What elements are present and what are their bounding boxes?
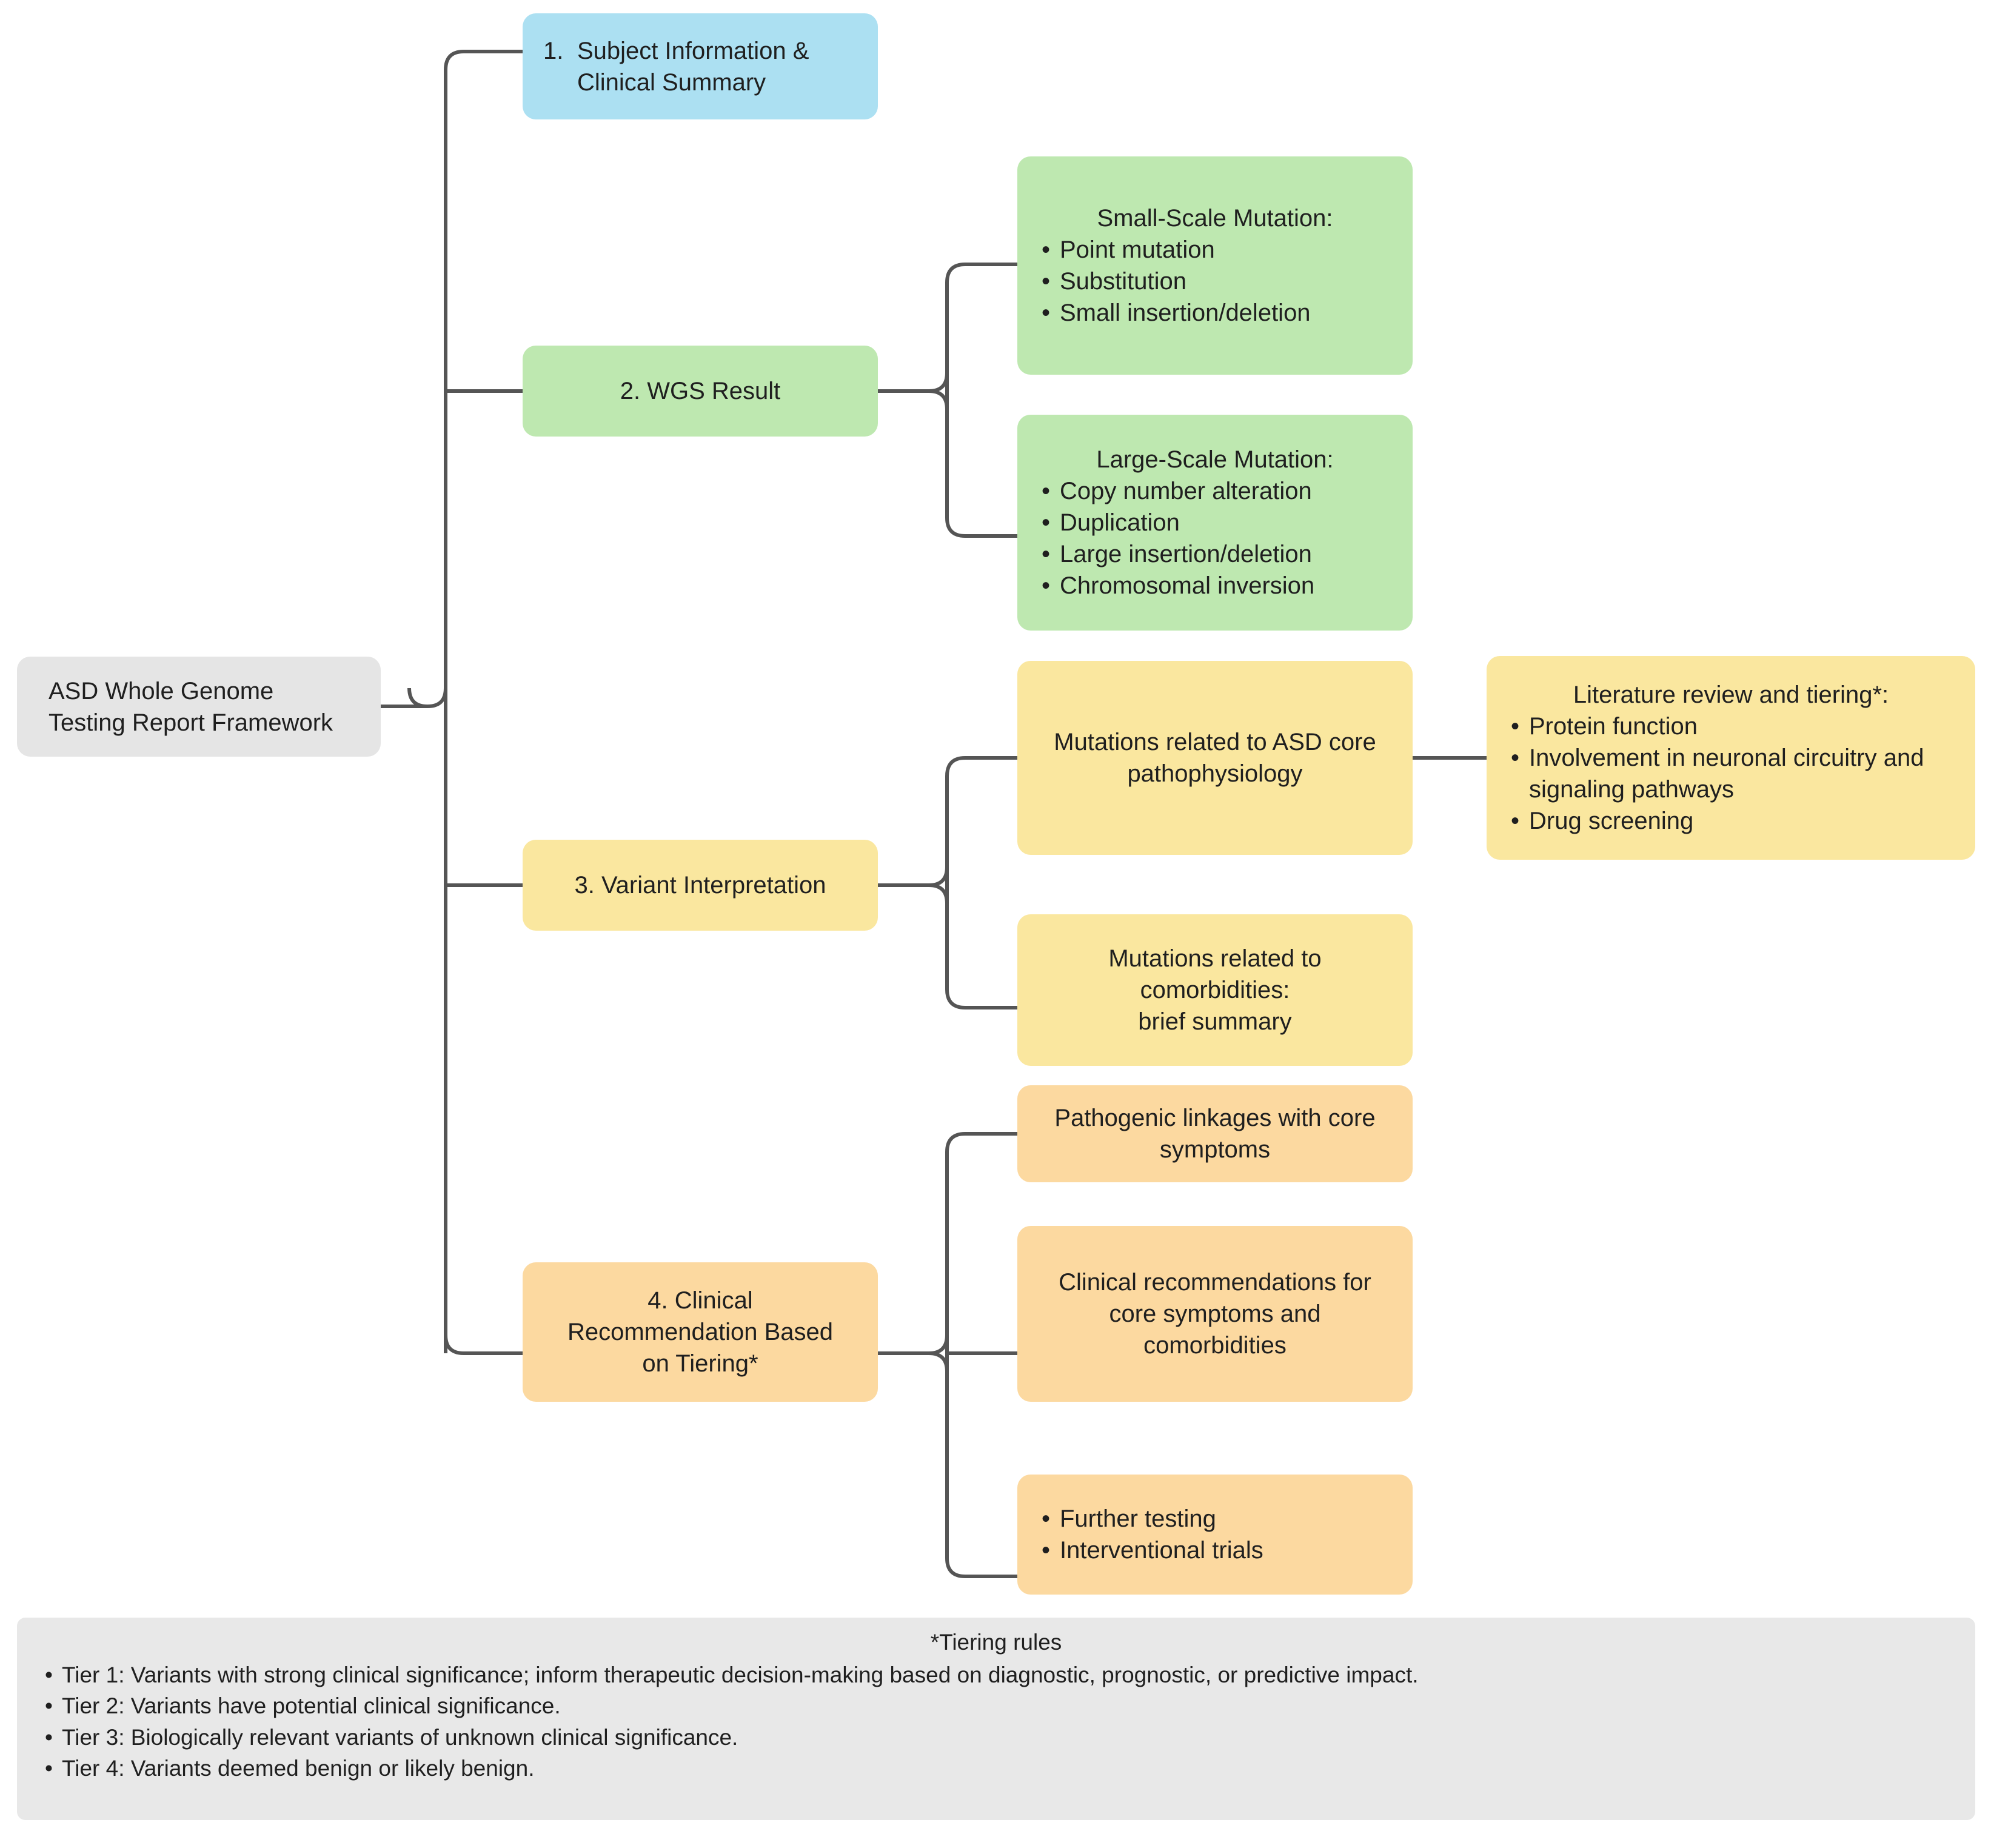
list-item: Tier 1: Variants with strong clinical si…: [38, 1660, 1955, 1690]
literature-review-title: Literature review and tiering*:: [1573, 681, 1889, 708]
node-variant-interpretation-label: 3. Variant Interpretation: [574, 872, 826, 899]
further-testing-list: Further testing Interventional trials: [1033, 1503, 1397, 1566]
tiering-rules-title: *Tiering rules: [930, 1630, 1062, 1655]
node-pathogenic-linkages[interactable]: Pathogenic linkages with core symptoms: [1017, 1085, 1413, 1182]
small-scale-list: Point mutation Substitution Small insert…: [1033, 234, 1397, 329]
comorbid-line2: comorbidities:: [1140, 977, 1290, 1003]
recommendations-line1: Clinical recommendations for: [1059, 1269, 1371, 1296]
node-root[interactable]: ASD Whole Genome Testing Report Framewor…: [17, 657, 381, 757]
node-clinical-recommendation[interactable]: 4. Clinical Recommendation Based on Tier…: [523, 1262, 878, 1402]
literature-review-list: Protein function Involvement in neuronal…: [1502, 711, 1959, 837]
node-wgs-result[interactable]: 2. WGS Result: [523, 346, 878, 437]
node-mutations-core-pathophysiology[interactable]: Mutations related to ASD core pathophysi…: [1017, 661, 1413, 855]
list-item: Tier 3: Biologically relevant variants o…: [38, 1722, 1955, 1753]
node-small-scale-mutation[interactable]: Small-Scale Mutation: Point mutation Sub…: [1017, 156, 1413, 375]
node-subject-number-spacer: [543, 67, 577, 98]
large-scale-title: Large-Scale Mutation:: [1096, 446, 1334, 473]
comorbid-line3: brief summary: [1138, 1008, 1292, 1035]
core-patho-line2: pathophysiology: [1127, 760, 1303, 787]
node-root-line2: Testing Report Framework: [49, 709, 333, 736]
list-item: Tier 2: Variants have potential clinical…: [38, 1691, 1955, 1721]
comorbid-line1: Mutations related to: [1108, 945, 1322, 972]
list-item: Tier 4: Variants deemed benign or likely…: [38, 1753, 1955, 1784]
recommendations-line3: comorbidities: [1143, 1332, 1287, 1359]
list-item: Further testing: [1033, 1503, 1397, 1535]
clinical-rec-line1: 4. Clinical: [647, 1287, 753, 1314]
node-subject-line2: Clinical Summary: [577, 69, 766, 96]
tiering-rules-panel: *Tiering rules Tier 1: Variants with str…: [17, 1618, 1975, 1820]
list-item: Large insertion/deletion: [1033, 538, 1397, 570]
node-variant-interpretation[interactable]: 3. Variant Interpretation: [523, 840, 878, 931]
node-subject-line1: Subject Information &: [577, 37, 809, 64]
node-literature-review-tiering[interactable]: Literature review and tiering*: Protein …: [1487, 656, 1975, 860]
list-item: Interventional trials: [1033, 1535, 1397, 1566]
list-item: Duplication: [1033, 507, 1397, 538]
node-subject-row2: Clinical Summary: [543, 67, 862, 98]
list-item: Substitution: [1033, 266, 1397, 297]
recommendations-line2: core symptoms and: [1109, 1301, 1321, 1327]
node-root-line1: ASD Whole Genome: [49, 677, 274, 705]
pathogenic-line2: symptoms: [1159, 1136, 1271, 1163]
clinical-rec-line3: on Tiering*: [642, 1350, 758, 1377]
node-further-testing-trials[interactable]: Further testing Interventional trials: [1017, 1475, 1413, 1595]
node-subject-information[interactable]: 1. Subject Information & Clinical Summar…: [523, 13, 878, 119]
tiering-rules-list: Tier 1: Variants with strong clinical si…: [38, 1660, 1955, 1784]
large-scale-list: Copy number alteration Duplication Large…: [1033, 475, 1397, 601]
pathogenic-line1: Pathogenic linkages with core: [1054, 1105, 1376, 1131]
list-item: Protein function: [1502, 711, 1959, 742]
node-subject-number: 1.: [543, 37, 564, 64]
list-item: Chromosomal inversion: [1033, 570, 1397, 601]
clinical-rec-line2: Recommendation Based: [567, 1319, 834, 1345]
node-mutations-comorbidities[interactable]: Mutations related to comorbidities: brie…: [1017, 914, 1413, 1066]
node-subject-row1: 1. Subject Information &: [543, 35, 862, 67]
core-patho-line1: Mutations related to ASD core: [1054, 729, 1376, 755]
list-item: Copy number alteration: [1033, 475, 1397, 507]
node-wgs-result-label: 2. WGS Result: [620, 378, 781, 404]
list-item: Point mutation: [1033, 234, 1397, 266]
list-item: Drug screening: [1502, 805, 1959, 837]
small-scale-title: Small-Scale Mutation:: [1097, 205, 1333, 232]
list-item: Small insertion/deletion: [1033, 297, 1397, 329]
node-large-scale-mutation[interactable]: Large-Scale Mutation: Copy number altera…: [1017, 415, 1413, 631]
node-clinical-recommendations-symptoms[interactable]: Clinical recommendations for core sympto…: [1017, 1226, 1413, 1402]
list-item: Involvement in neuronal circuitry and si…: [1502, 742, 1959, 805]
